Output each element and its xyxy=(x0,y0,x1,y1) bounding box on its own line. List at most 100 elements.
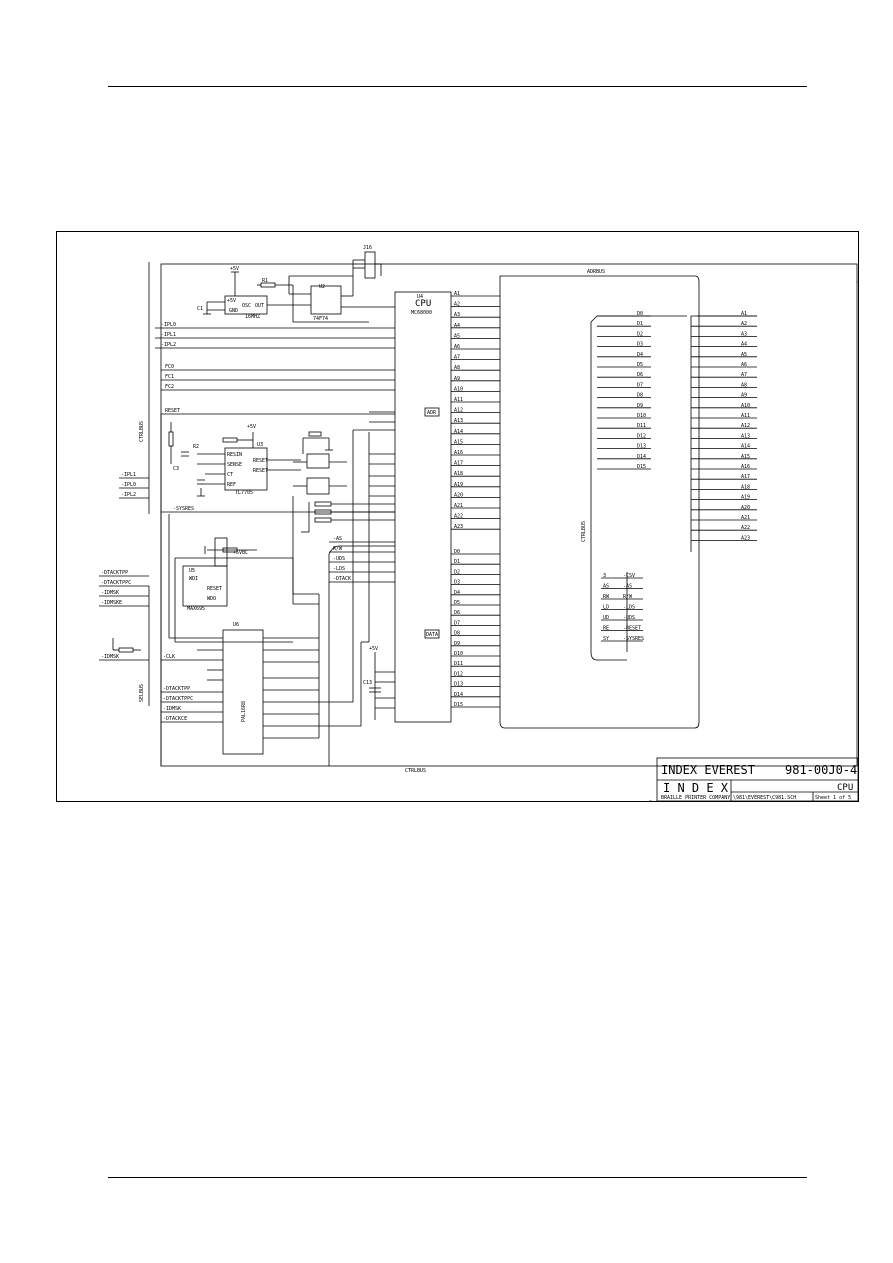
title-sheet-name: CPU xyxy=(837,783,853,793)
u3-pin-reset-n: RESET xyxy=(253,468,268,474)
bus-right-ctrl-label: -AS xyxy=(623,584,632,590)
bus-right-ctrl-label: -RESET xyxy=(623,626,641,632)
cpu-addr-pin-label: A19 xyxy=(454,482,463,488)
bus-right-ctrl-label: -SYSRES xyxy=(623,636,644,642)
cpu-data-pin-label: D1 xyxy=(454,559,460,565)
supply-cap: C13 xyxy=(363,680,372,686)
sel-idmsk: -IDMSK xyxy=(101,590,119,596)
u3-pin-sense: SENSE xyxy=(227,462,242,468)
bus-right-ctrl-pin: SY xyxy=(603,636,609,642)
sysres-label: -SYSRES xyxy=(173,506,194,512)
cpu-address-pins: A1A2A3A4A5A6A7A8A9A10A11A12A13A14A15A16A… xyxy=(451,291,500,530)
cpu-addr-pin-label: A8 xyxy=(454,365,460,371)
cpu-ctrl-lines xyxy=(329,541,395,583)
cpu-left-stubs xyxy=(369,411,395,497)
oscillator-u1: +5V GND OSC OUT 16MHZ +5V C1 xyxy=(197,266,268,320)
ipl-left-0: -IPL0 xyxy=(121,482,136,488)
fc0-label: FC0 xyxy=(165,364,174,370)
bus-right-ctrl-pin: UD xyxy=(603,615,609,621)
right-addr-label: A5 xyxy=(741,352,747,358)
cpu-addr-pin-label: A13 xyxy=(454,418,463,424)
ipl-left-2: -IPL2 xyxy=(121,492,136,498)
cpu-addr-pin-label: A2 xyxy=(454,302,460,308)
right-addr-label: A9 xyxy=(741,393,747,399)
cpu-data-pin-label: D2 xyxy=(454,569,460,575)
right-addr-label: A11 xyxy=(741,413,750,419)
bus-right-ctrl-label: -UDS xyxy=(623,615,635,621)
u5-supply: +5VBC xyxy=(233,550,248,556)
right-addr-label: A14 xyxy=(741,444,750,450)
inner-data-label: D3 xyxy=(637,342,643,348)
u3-ref: U3 xyxy=(257,442,263,448)
ipl-left-1: -IPL1 xyxy=(121,472,136,478)
u3-pin-ref: REF xyxy=(227,482,236,488)
right-addr-label: A4 xyxy=(741,342,747,348)
bus-right-ctrl-pin: RE xyxy=(603,626,609,632)
resistor-network xyxy=(301,501,395,533)
bus-right-ctrl-label: -CSV xyxy=(623,573,635,579)
inner-data-label: D0 xyxy=(637,311,643,317)
title-sheet-label: Sheet 1 of 5 xyxy=(815,795,851,801)
inner-data-label: D12 xyxy=(637,433,646,439)
bus-right-ctrl-pin: 3 xyxy=(603,573,606,579)
top-rule xyxy=(108,86,807,87)
u3-part: TL7705 xyxy=(235,490,253,496)
sel-dtacktpp: -DTACKTPP xyxy=(101,570,128,576)
sel-input-lines xyxy=(99,575,149,661)
inner-data-label: D6 xyxy=(637,372,643,378)
sel-dtacktppc: -DTACKTPPC xyxy=(101,580,131,586)
cpu-addr-pin-label: A12 xyxy=(454,408,463,414)
cpu-data-pin-label: D4 xyxy=(454,590,460,596)
right-addr-label: A2 xyxy=(741,321,747,327)
sel-idmske: -IDMSKE xyxy=(101,600,122,606)
right-addr-label: A6 xyxy=(741,362,747,368)
cpu-addr-pin-label: A22 xyxy=(454,514,463,520)
cpu-data-pin-label: D8 xyxy=(454,631,460,637)
reset-chip-u3: U3 TL7705 RESIN SENSE CT REF RESET RESET… xyxy=(197,424,301,496)
inner-data-label: D8 xyxy=(637,393,643,399)
ctrl-bus-bottom-label: CTRLBUS xyxy=(405,768,426,774)
osc-out-pin: OUT xyxy=(255,303,264,309)
schematic-frame: +5V GND OSC OUT 16MHZ +5V C1 R1 U2 74F74… xyxy=(56,231,859,802)
reset-label: RESET xyxy=(165,408,180,414)
pal-in-dtackce: -DTACKCE xyxy=(163,716,187,722)
osc-gnd-pin: GND xyxy=(229,308,238,314)
j16-label: J16 xyxy=(363,245,372,251)
cpu-data-pin-label: D15 xyxy=(454,702,463,708)
cpu-addr-pin-label: A11 xyxy=(454,397,463,403)
cpu-data-pin-label: D5 xyxy=(454,600,460,606)
cap-c3: C3 xyxy=(173,466,179,472)
cpu-ref: U4 xyxy=(417,294,423,300)
u3-pin-resin: RESIN xyxy=(227,452,242,458)
right-addr-label: A15 xyxy=(741,454,750,460)
cpu-data-pin-label: D13 xyxy=(454,682,463,688)
cpu-data-pin-label: D12 xyxy=(454,671,463,677)
resistor-r2: R2 xyxy=(193,444,199,450)
ipl0-label: -IPL0 xyxy=(161,322,176,328)
resistor-r1-label: R1 xyxy=(262,278,268,284)
cpu-ctrl-rw: R/W xyxy=(333,546,343,552)
address-bus-box xyxy=(499,275,700,729)
cpu-addr-pin-label: A18 xyxy=(454,471,463,477)
cap-c1: C1 xyxy=(197,306,203,312)
u5-part: MAX695 xyxy=(187,606,205,612)
title-corner-mark: 2+ xyxy=(649,800,655,801)
right-addr-label: A12 xyxy=(741,423,750,429)
u3-pin-ct: CT xyxy=(227,472,233,478)
pal-in-dtacktpp: -DTACKTPP xyxy=(163,686,190,692)
inner-data-label: D10 xyxy=(637,413,646,419)
adr-bus-label: ADRBUS xyxy=(587,269,605,275)
connector-j16: J16 xyxy=(352,245,382,279)
inner-data-label: D2 xyxy=(637,331,643,337)
inner-data-label: D11 xyxy=(637,423,646,429)
inner-data-label: D9 xyxy=(637,403,643,409)
pal-input-lines xyxy=(161,637,223,723)
right-addr-label: A19 xyxy=(741,495,750,501)
pal-output-lines xyxy=(263,637,353,739)
inner-data-label: D1 xyxy=(637,321,643,327)
u3-supply: +5V xyxy=(247,424,256,430)
cpu-name: CPU xyxy=(415,299,431,309)
pal-in-dtacktppc: -DTACKTPPC xyxy=(163,696,193,702)
ipl1-label: -IPL1 xyxy=(161,332,176,338)
